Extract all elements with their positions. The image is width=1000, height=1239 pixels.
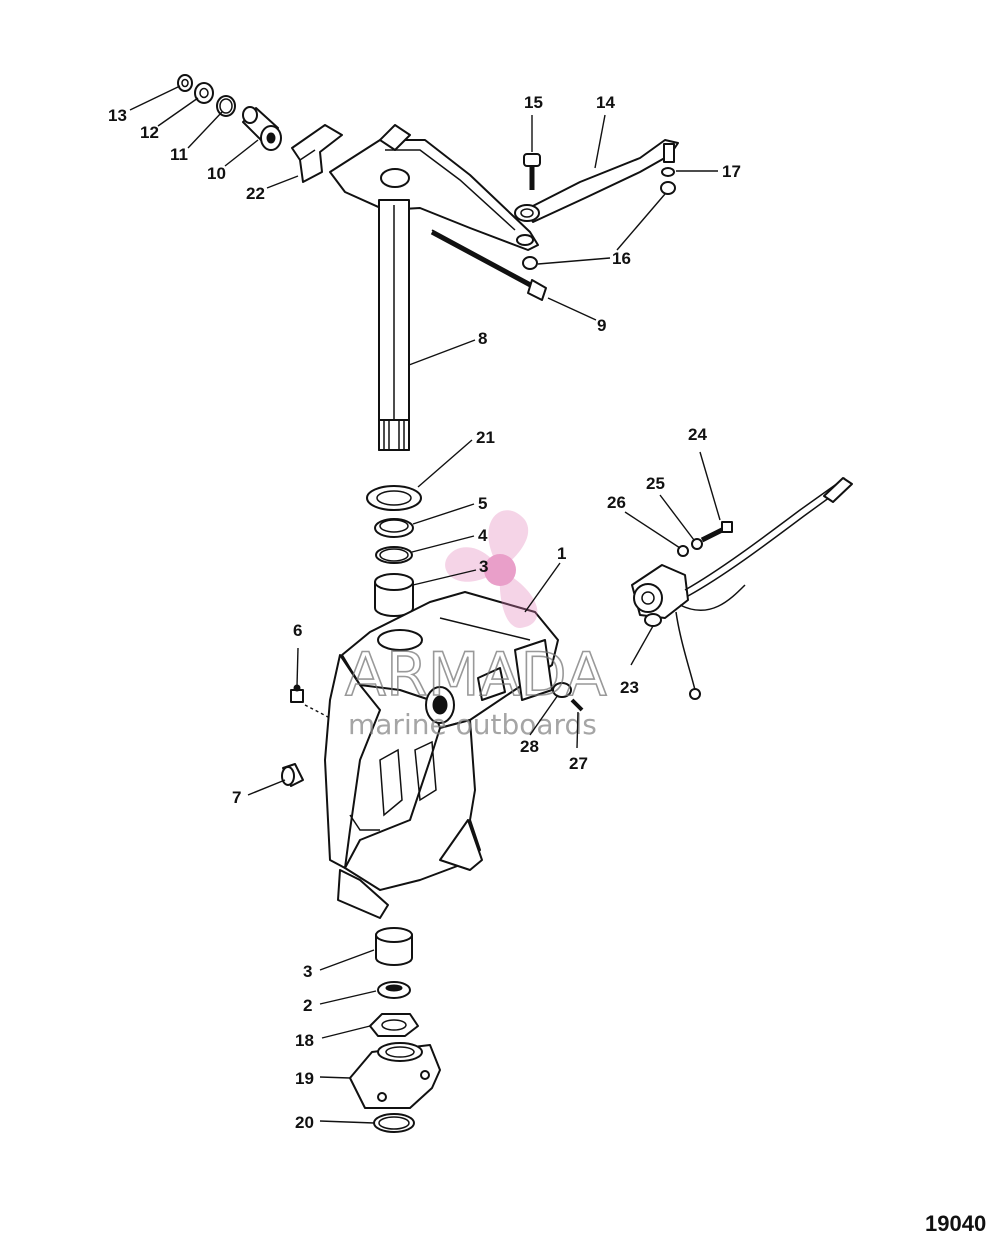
part-5-seal	[374, 518, 414, 538]
callout-9: 9	[597, 316, 606, 335]
part-3-upper-bushing	[374, 573, 414, 617]
part-21-thrust-washer	[366, 485, 422, 511]
callout-6: 6	[293, 621, 302, 640]
part-22-bracket	[291, 124, 343, 183]
part-20-retaining-ring	[373, 1113, 415, 1133]
callout-8: 8	[478, 329, 487, 348]
callout-22: 22	[246, 184, 265, 203]
part-6-grease-fitting	[290, 684, 331, 719]
part-18-thrust-washer	[369, 1013, 419, 1037]
watermark-tagline: marine outboards	[348, 708, 597, 741]
callout-16: 16	[612, 249, 631, 268]
watermark-brand: ARMADA	[345, 640, 607, 710]
callout-4: 4	[478, 526, 488, 545]
callout-7: 7	[232, 788, 241, 807]
part-3-lower-bushing	[375, 927, 413, 966]
callout-27: 27	[569, 754, 588, 773]
part-2-seal	[377, 981, 411, 999]
part-28-bushing	[552, 682, 572, 698]
part-8-steering-shaft	[378, 199, 410, 451]
callout-18: 18	[295, 1031, 314, 1050]
part-19-steering-yoke	[349, 1042, 441, 1109]
part-1-swivel-bracket	[324, 591, 559, 919]
callout-12: 12	[140, 123, 159, 142]
callout-24: 24	[688, 425, 707, 444]
part-26-washer	[677, 545, 689, 557]
callout-14: 14	[596, 93, 615, 112]
part-15-bolt	[523, 153, 541, 190]
callout-2: 2	[303, 996, 312, 1015]
drawing-number: 19040	[925, 1211, 986, 1236]
callout-17: 17	[722, 162, 741, 181]
callout-20: 20	[295, 1113, 314, 1132]
callout-13: 13	[108, 106, 127, 125]
callout-21: 21	[476, 428, 495, 447]
part-17-washer	[661, 167, 675, 177]
callout-10: 10	[207, 164, 226, 183]
part-9-long-bolt	[430, 229, 547, 301]
callout-5: 5	[478, 494, 487, 513]
propeller-icon	[445, 510, 538, 628]
callout-15: 15	[524, 93, 543, 112]
leader-lines	[129, 85, 721, 1124]
part-12-washer	[194, 82, 214, 104]
callout-25: 25	[646, 474, 665, 493]
part-25-lockwasher	[691, 538, 703, 550]
part-14-steering-link	[514, 139, 679, 223]
part-4-o-ring	[375, 546, 413, 564]
watermark-logo: ARMADA marine outboards	[344, 510, 608, 741]
part-13-washer	[177, 74, 193, 92]
callout-3-upper: 3	[479, 557, 488, 576]
part-23-trim-sender	[631, 477, 853, 700]
part-7-bushing	[281, 763, 304, 787]
part-11-ring	[216, 95, 236, 117]
callout-28: 28	[520, 737, 539, 756]
callout-1: 1	[557, 544, 566, 563]
part-24-screw	[700, 521, 733, 543]
callout-23: 23	[620, 678, 639, 697]
callout-19: 19	[295, 1069, 314, 1088]
part-16-locknut-lower	[522, 256, 538, 270]
part-16-locknut-upper	[660, 181, 676, 195]
callout-3-lower: 3	[303, 962, 312, 981]
part-10-rubber-mount	[242, 106, 282, 151]
callout-11: 11	[170, 145, 188, 164]
part-27-screw	[570, 698, 584, 712]
callout-labels: 13 12 11 10 22 15 14 17 16 9 8 21 5 4 3 …	[108, 93, 741, 1132]
callout-26: 26	[607, 493, 626, 512]
